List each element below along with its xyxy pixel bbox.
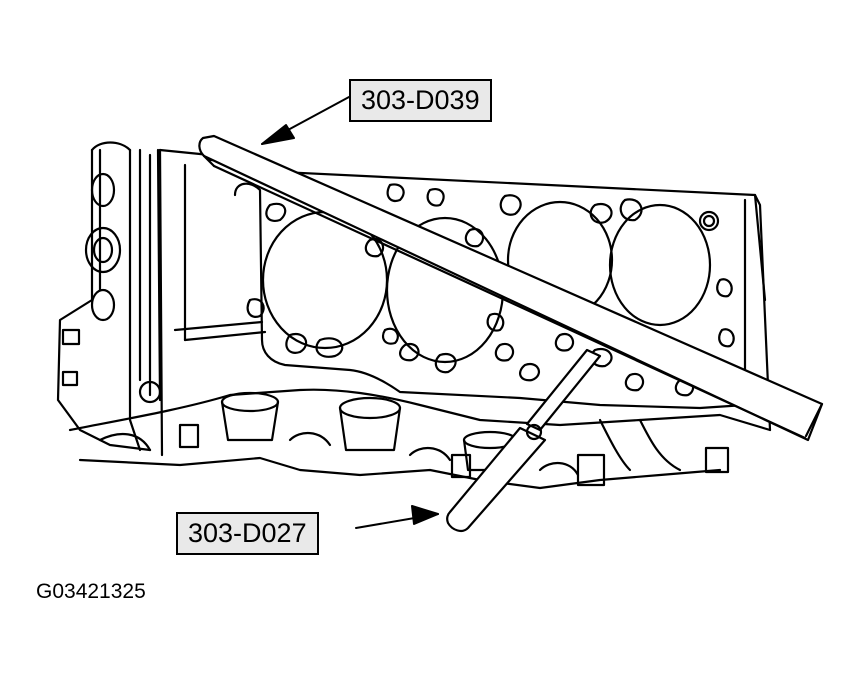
block-left-end: [56, 141, 162, 452]
straightedge-tool: [198, 134, 824, 442]
block-frame: [158, 148, 772, 457]
straightedge-tool-label: 303-D039: [349, 79, 492, 122]
feeler-gauge-tool: [446, 348, 602, 532]
figure-id: G03421325: [36, 580, 146, 603]
feeler-gauge-tool-label: 303-D027: [176, 512, 319, 555]
callout-arrows: [261, 96, 439, 529]
block-lower-section: [68, 388, 772, 490]
